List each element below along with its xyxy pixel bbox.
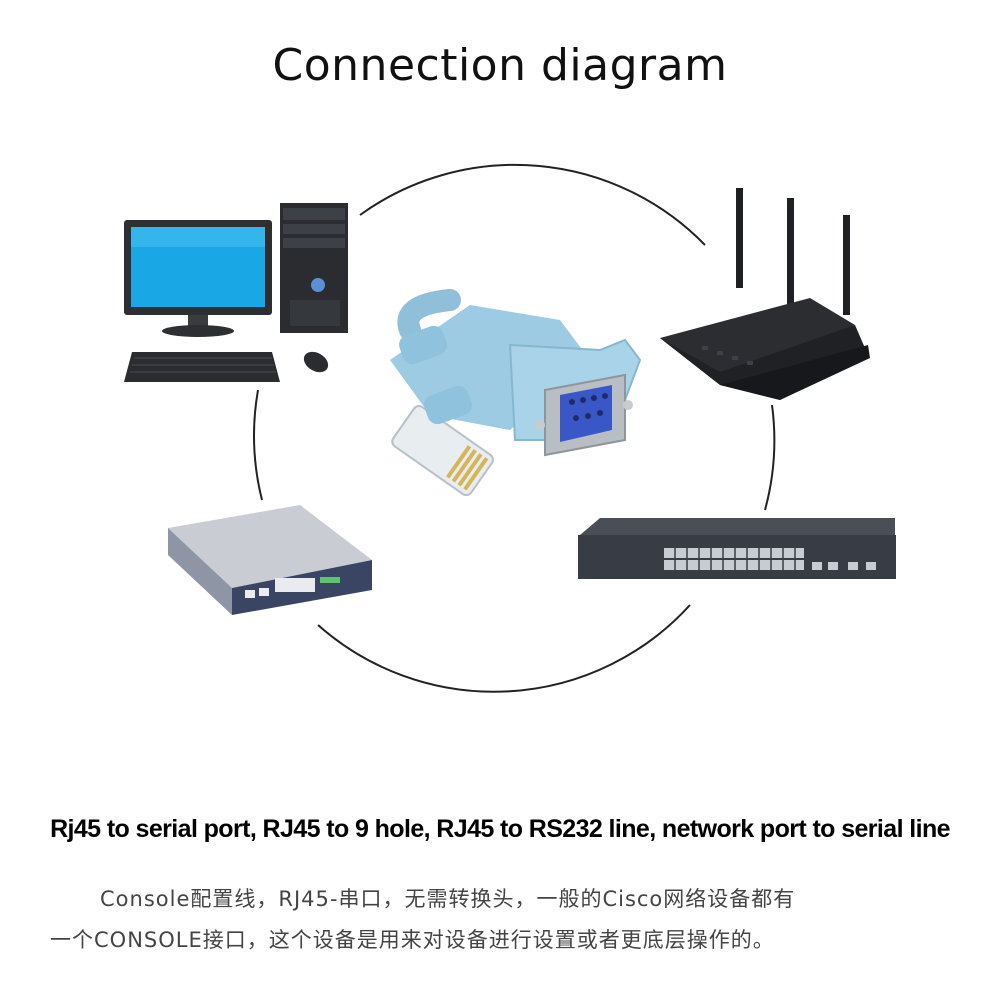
router-box-icon — [168, 505, 372, 615]
english-caption: Rj45 to serial port, RJ45 to 9 hole, RJ4… — [50, 815, 950, 843]
arc-top — [359, 163, 706, 246]
page-title: Connection diagram — [272, 40, 728, 91]
connection-circle — [253, 163, 776, 693]
chinese-caption-line-1: Console配置线，RJ45-串口，无需转换头，一般的Cisco网络设备都有 — [100, 887, 796, 911]
rj45-to-db9-cable-icon — [390, 289, 642, 497]
router-icon — [660, 188, 870, 400]
arc-left — [253, 389, 263, 501]
arc-bottom — [317, 604, 691, 693]
computer-icon — [124, 203, 348, 382]
arc-right — [764, 404, 776, 511]
switch-icon — [578, 518, 896, 579]
chinese-caption-line-2: 一个CONSOLE接口，这个设备是用来对设备进行设置或者更底层操作的。 — [50, 928, 775, 952]
